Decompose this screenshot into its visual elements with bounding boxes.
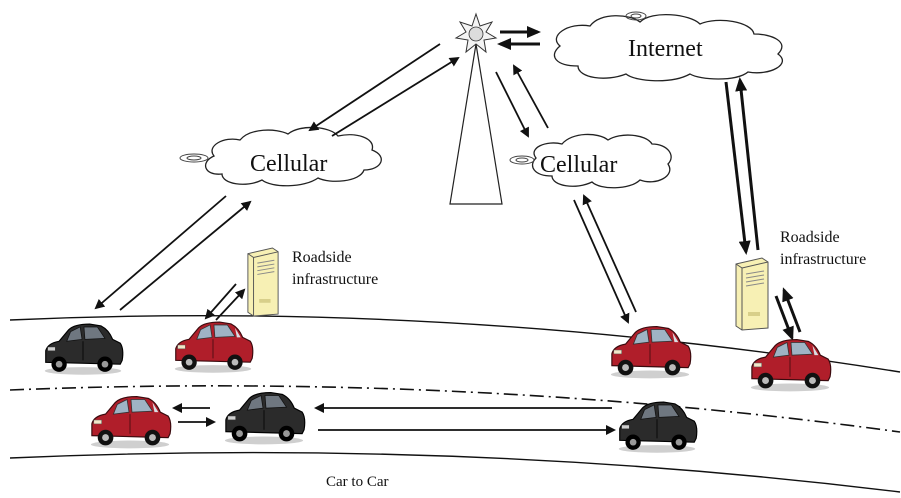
- arrow-internet-to-roadside: [724, 81, 751, 255]
- internet-label: Internet: [628, 36, 703, 62]
- cellular-left-label: Cellular: [250, 151, 327, 177]
- car-black-lower-right: [618, 401, 698, 454]
- communication-arrows: [94, 26, 802, 435]
- cellular-cloud-right: Cellular: [509, 133, 672, 189]
- car-to-car-caption: Car to Car: [326, 474, 388, 490]
- roadside-server-right: [735, 257, 769, 331]
- arrow-roadside-to-car-right: [774, 295, 794, 341]
- cellular-cloud-left: Cellular: [179, 126, 382, 187]
- roadside-left-label-line1: Roadside: [292, 249, 352, 266]
- internet-cloud: Internet: [553, 11, 784, 82]
- roadside-server-left: [247, 247, 279, 317]
- arrow-cellular-right-to-tower: [513, 64, 549, 129]
- arrow-cellular-left-to-tower: [331, 56, 460, 137]
- arrow-tower-to-cellular-left: [308, 43, 441, 132]
- arrow-car-to-roadside-right: [782, 287, 802, 333]
- arrow-roadside-to-car-left: [204, 283, 237, 320]
- lane-divider: [9, 385, 901, 433]
- arrow-car-to-roadside-left: [215, 288, 246, 321]
- roadside-right-label-line2: infrastructure: [780, 251, 866, 268]
- car-black-lower-middle: [224, 391, 306, 445]
- tower-antenna-icon: [454, 12, 498, 54]
- arrow-roadside-to-internet: [735, 77, 760, 251]
- arrow-car-to-cellular-right: [582, 194, 637, 313]
- arrow-tower-to-cellular-right: [495, 71, 529, 138]
- car-red-far-right: [750, 338, 832, 392]
- arrow-cellular-to-car: [94, 195, 227, 310]
- car-red-lower-left: [90, 395, 172, 449]
- car-black-upper-left: [44, 323, 124, 376]
- roadside-right-label-line1: Roadside: [780, 229, 840, 246]
- arrow-cellular-to-car-right: [573, 199, 630, 324]
- car-red-upper-left: [174, 321, 254, 374]
- cell-tower: [449, 12, 503, 205]
- car-red-upper-right: [610, 325, 692, 379]
- cellular-right-label: Cellular: [540, 152, 617, 178]
- road-lower-edge: [9, 451, 901, 493]
- arrow-car-to-cellular: [119, 200, 252, 311]
- roadside-left-label-line2: infrastructure: [292, 271, 378, 288]
